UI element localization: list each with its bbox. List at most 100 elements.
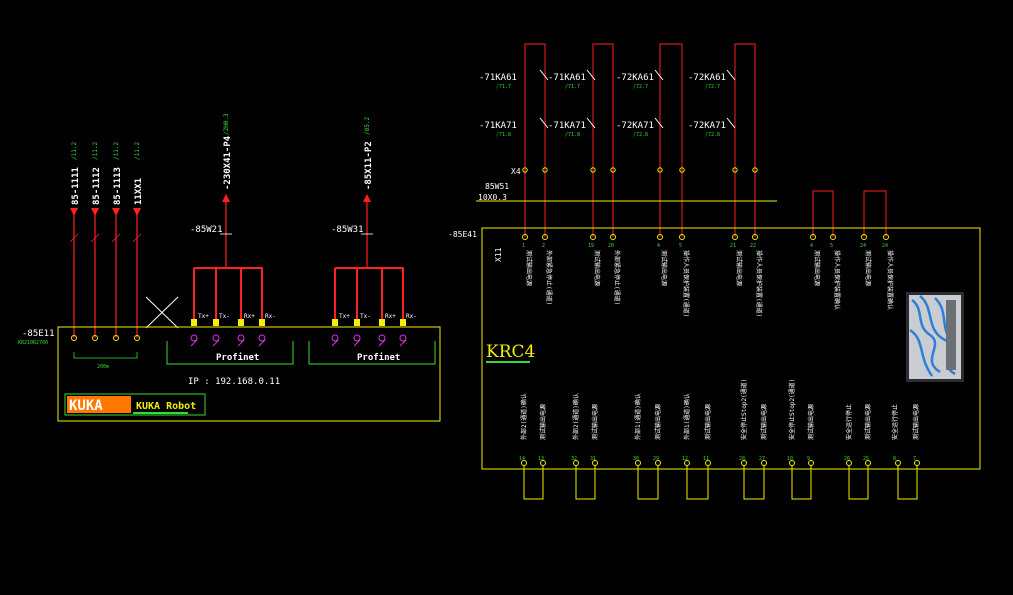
relay-1-3: -72KA61	[616, 73, 654, 83]
cross-mark	[145, 296, 179, 329]
robot-device-box	[57, 326, 441, 422]
profinet-bus-2	[334, 267, 404, 322]
bottom-signal-text: 外部1(通道)确认	[683, 393, 691, 440]
relay-ref-2-1: /71.8	[496, 132, 511, 138]
port-tx-minus: Tx-	[219, 313, 230, 320]
bottom-signal-text: 测试输出电源	[864, 404, 872, 440]
arrow-ref-2: /85.2	[364, 117, 371, 135]
profinet-arrow-1: -230X41-P4 /2H0.3	[222, 113, 233, 268]
krc4-controller-box	[481, 227, 981, 470]
port-tx-plus: Tx+	[198, 313, 209, 320]
top-signal-text: 测试输出电源	[525, 250, 533, 286]
krc4-bottom-pin-numbers: 14 13 32 31 30 29 12 11 28 27 10 9 26 25…	[519, 456, 916, 462]
krc4-bottom-terminals	[521, 460, 920, 500]
top-pin: 2	[542, 243, 545, 249]
relay-1-4: -72KA61	[688, 73, 726, 83]
small-note: 200m	[97, 364, 109, 370]
bottom-pin: 8	[893, 456, 896, 462]
bottom-pin: 25	[863, 456, 869, 462]
krc4-bottom-texts: 外部2(通道)确认 测试输出电源 外部2(通道)确认 测试输出电源 外部1(通道…	[520, 379, 920, 440]
top-pin: 24	[860, 243, 866, 249]
top-pin: 4	[657, 243, 660, 249]
top-pin: 5	[679, 243, 682, 249]
top-pin: 4	[810, 243, 813, 249]
wire-ref-2: /11.2	[92, 142, 99, 160]
port-rx-minus-2: Rx-	[406, 313, 417, 320]
wire-ref-1: /11.2	[71, 142, 78, 160]
top-signal-text: 测试输出电源	[593, 250, 601, 286]
relay-wiring	[524, 43, 887, 237]
krc4-title: KRC4	[486, 342, 535, 362]
ip-address: IP : 192.168.0.11	[188, 377, 280, 387]
kuka-brand: KUKA	[69, 398, 103, 414]
bottom-signal-text: 测试输出电源	[591, 404, 599, 440]
arrow-label-1: -230X41-P4	[223, 135, 233, 190]
bottom-signal-text: 测试输出电源	[807, 404, 815, 440]
input-arrow-heads	[70, 208, 141, 216]
top-pin: 19	[588, 243, 594, 249]
bottom-signal-text: 测试输出电源	[704, 404, 712, 440]
bottom-pin: 14	[519, 456, 525, 462]
top-signal-text: 外部紧急停止(通道)	[613, 250, 621, 305]
top-pin: 22	[750, 243, 756, 249]
wire-ref-3: /11.2	[113, 142, 120, 160]
bottom-pin: 13	[538, 456, 544, 462]
bottom-pin: 32	[571, 456, 577, 462]
left-panel: 85-1111 85-1112 85-1113 11XX1 /11.2 /11.…	[18, 113, 441, 422]
bottom-pin: 9	[807, 456, 810, 462]
kuka-logo: KUKA KUKA Robot	[64, 393, 206, 416]
krc4-controller-image	[906, 292, 964, 382]
bottom-signal-text: 安全运行停止	[891, 404, 899, 440]
top-signal-text: 操作人员保护装置(通道)	[755, 250, 763, 317]
top-signal-text: 操作人员保护装置(通道)	[682, 250, 690, 317]
relay-2-1: -71KA71	[479, 121, 517, 131]
top-signal-text: 外部紧急停止(通道)	[545, 250, 553, 305]
connector-label: X11	[494, 247, 503, 262]
relay-2-2: -71KA71	[548, 121, 586, 131]
bottom-signal-text: 测试输出电源	[654, 404, 662, 440]
profinet-arrow-2: -85X11-P2 /85.2	[363, 117, 374, 268]
krc4-top-pin-numbers: 1 2 19 20 4 5 21 22 4 5 24 24	[522, 243, 888, 249]
bottom-signal-text: 外部2(通道)确认	[520, 393, 528, 440]
bottom-pin: 30	[633, 456, 639, 462]
bottom-signal-text: 外部2(通道)确认	[572, 393, 580, 440]
bottom-pin: 12	[682, 456, 688, 462]
bottom-pin: 26	[844, 456, 850, 462]
bottom-signal-text: 测试输出电源	[912, 404, 920, 440]
terminal-bracket	[73, 352, 138, 359]
bottom-pin: 31	[590, 456, 596, 462]
port-tx-minus-2: Tx-	[360, 313, 371, 320]
top-signal-text: 测试输出电源	[813, 250, 821, 286]
cable-label-85w51: 85W51	[485, 182, 509, 191]
bottom-signal-text: 外部1(通道)确认	[634, 393, 642, 440]
relay-labels: -71KA61 -71KA61 -72KA61 -72KA61 /71.7 /7…	[479, 73, 726, 138]
relay-ref-2-4: /72.8	[705, 132, 720, 138]
relay-1-1: -71KA61	[479, 73, 517, 83]
top-signal-text: 操作人员保护装置确认	[833, 250, 841, 310]
cable-label-2: -85W31	[331, 225, 364, 235]
cable-label-1: -85W21	[190, 225, 223, 235]
top-pin: 21	[730, 243, 736, 249]
wire-ref-4: /11.2	[134, 142, 141, 160]
bottom-pin: 7	[913, 456, 916, 462]
device-tag: -85E11	[22, 329, 55, 339]
port-rx-plus-2: Rx+	[385, 313, 396, 320]
krc4-device-tag: -85E41	[448, 230, 477, 239]
top-signal-text: 测试输出电源	[735, 250, 743, 286]
krc4-top-texts: 测试输出电源 外部紧急停止(通道) 测试输出电源 外部紧急停止(通道) 测试输出…	[525, 250, 894, 317]
top-signal-text: 操作人员保护装置确认	[886, 250, 894, 310]
top-pin: 20	[608, 243, 614, 249]
top-pin: 5	[830, 243, 833, 249]
bottom-signal-text: 测试输出电源	[539, 404, 547, 440]
top-signal-text: 测试输出电源	[660, 250, 668, 286]
port-rx-minus: Rx-	[265, 313, 276, 320]
top-pin: 24	[882, 243, 888, 249]
bottom-signal-text: 安全停止Stop2(通道)	[788, 379, 796, 440]
wire-label-2: 85-1112	[92, 167, 102, 205]
wire-label-3: 85-1113	[113, 167, 123, 205]
relay-ref-1-3: /72.7	[633, 84, 648, 90]
relay-ref-2-2: /71.8	[565, 132, 580, 138]
relay-2-4: -72KA71	[688, 121, 726, 131]
arrow-label-2: -85X11-P2	[364, 141, 374, 190]
